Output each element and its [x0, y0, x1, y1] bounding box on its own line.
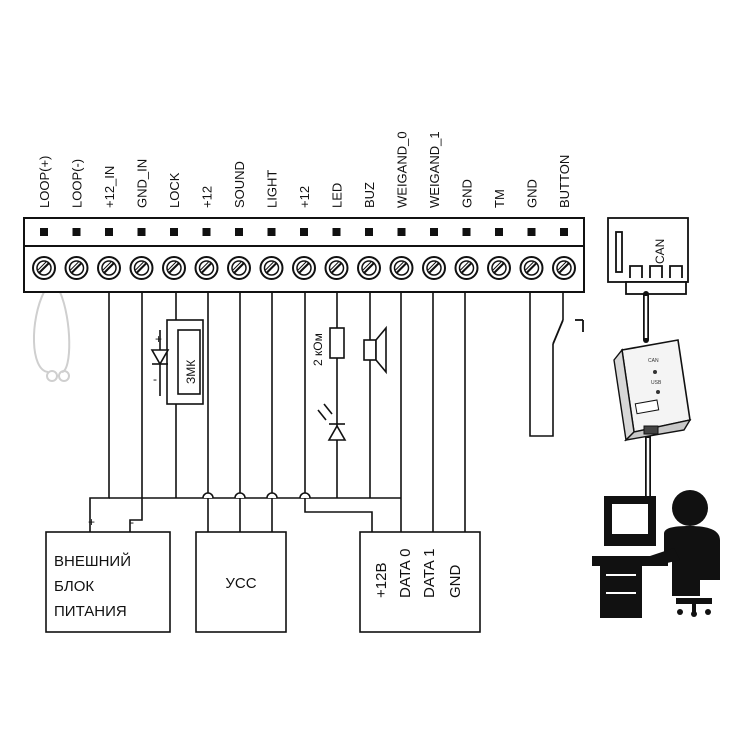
terminal-marker — [105, 228, 113, 236]
diode-minus-label: - — [153, 372, 157, 386]
terminal-screw — [32, 256, 56, 280]
terminal-marker — [430, 228, 438, 236]
terminal-labels: LOOP(+) LOOP(-) +12_IN GND_IN LOCK +12 SOUND LI… — [37, 131, 572, 208]
lock-label: ЗМК — [184, 360, 198, 384]
ucc-box: УСС — [195, 531, 287, 633]
terminal-marker — [462, 228, 471, 236]
terminal-screw — [194, 256, 219, 280]
terminal-label: WEIGAND_0 — [395, 131, 410, 208]
led-diode — [317, 403, 347, 441]
terminal-marker — [397, 228, 406, 236]
terminal-screw — [324, 256, 349, 280]
power-supply-line1: ВНЕШНИЙ — [54, 552, 131, 570]
terminal-screw — [552, 256, 576, 280]
power-supply-line2: БЛОК — [54, 578, 94, 595]
terminal-screw — [259, 256, 284, 280]
terminal-screw — [129, 256, 154, 280]
diode-plus-label: + — [155, 332, 162, 346]
terminal-label: GND_IN — [135, 159, 150, 208]
terminal-marker — [202, 228, 211, 236]
terminal-marker — [170, 228, 178, 236]
terminal-screw — [487, 256, 511, 280]
terminal-label: WEIGAND_1 — [427, 131, 442, 208]
power-supply-line3: ПИТАНИЯ — [54, 603, 127, 620]
adapter-can-label: CAN — [648, 358, 659, 364]
resistor-label: 2 кОм — [311, 333, 325, 366]
terminal-screw — [97, 256, 121, 280]
terminal-marker — [235, 228, 243, 236]
terminal-label: LOOP(-) — [70, 159, 85, 208]
power-supply-plus: + — [88, 515, 95, 529]
power-supply-box: ВНЕШНИЙ БЛОК ПИТАНИЯ + - — [45, 515, 171, 633]
terminal-marker — [527, 228, 536, 236]
terminal-screw — [422, 256, 446, 280]
terminal-screw — [64, 256, 89, 280]
reader-pin-label: DATA 0 — [397, 549, 414, 598]
terminal-screw — [357, 256, 381, 280]
terminal-marker — [300, 228, 308, 236]
terminal-screw — [162, 256, 186, 280]
bus-crossovers — [202, 492, 311, 499]
terminal-screw — [227, 256, 251, 280]
terminal-label: GND — [460, 179, 475, 208]
can-label: CAN — [653, 239, 667, 264]
terminal-screw — [454, 256, 479, 280]
terminal-marker — [137, 228, 146, 236]
terminal-label: BUTTON — [557, 155, 572, 208]
power-supply-minus: - — [130, 515, 134, 529]
terminal-block — [23, 217, 585, 293]
terminal-label: +12 — [200, 186, 215, 208]
can-connector — [607, 217, 689, 295]
terminal-label: GND — [525, 179, 540, 208]
computer-user-icon — [592, 490, 720, 618]
reader-pin-label: GND — [447, 565, 464, 599]
terminal-marker — [365, 228, 373, 236]
reader-box: +12В DATA 0 DATA 1 GND — [359, 531, 481, 633]
terminal-marker — [495, 228, 503, 236]
terminal-label: +12 — [297, 186, 312, 208]
terminal-screw — [389, 256, 414, 280]
terminal-label: LOCK — [167, 172, 182, 208]
terminal-label: SOUND — [232, 161, 247, 208]
terminal-marker — [267, 228, 276, 236]
terminal-label: TM — [492, 189, 507, 208]
terminal-label: LED — [330, 183, 345, 208]
adapter-usb-label: USB — [651, 380, 662, 386]
terminal-marker — [40, 228, 48, 236]
terminal-marker — [560, 228, 568, 236]
reader-pin-label: +12В — [373, 563, 390, 598]
terminal-label: LOOP(+) — [37, 156, 52, 208]
can-usb-adapter — [613, 339, 692, 442]
terminal-label: +12_IN — [102, 166, 117, 208]
wires — [89, 292, 564, 532]
terminal-screw — [519, 256, 544, 280]
terminal-label: BUZ — [362, 182, 377, 208]
resistor — [329, 327, 345, 359]
ucc-label: УСС — [225, 575, 256, 592]
reader-pin-label: DATA 1 — [421, 549, 438, 598]
buzzer — [363, 325, 387, 375]
terminal-marker — [332, 228, 341, 236]
button-switch — [552, 319, 584, 345]
loop-sensor-ghost — [33, 291, 71, 382]
lock-coil — [150, 319, 204, 405]
terminal-label: LIGHT — [265, 170, 280, 208]
terminal-screw — [292, 256, 316, 280]
terminal-marker — [72, 228, 81, 236]
